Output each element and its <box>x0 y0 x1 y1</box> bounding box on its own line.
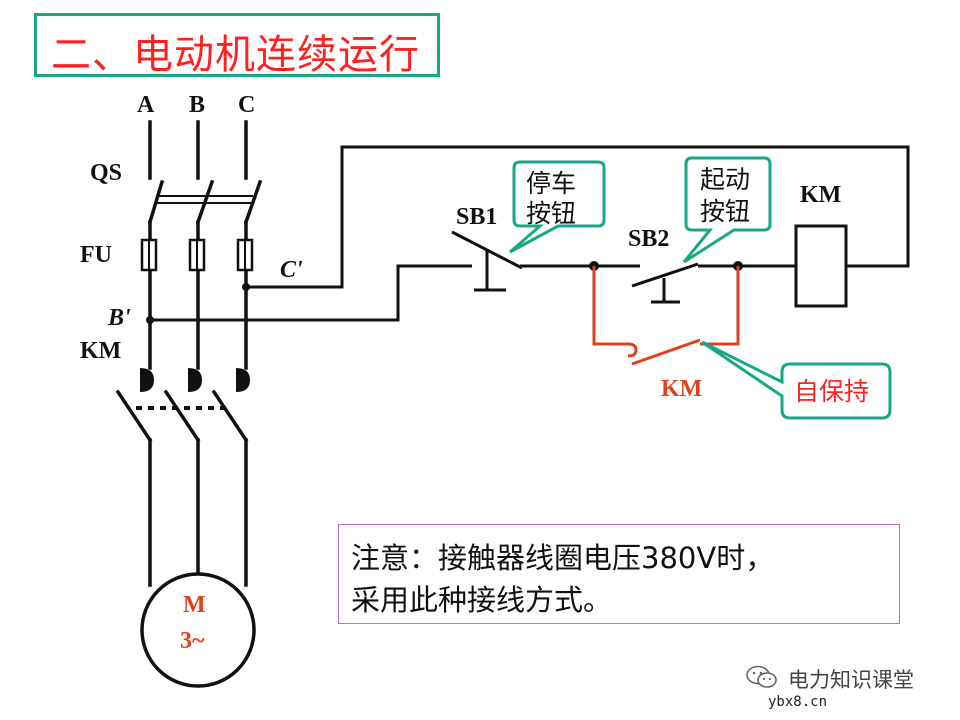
start-button-callout <box>682 156 772 264</box>
note-box: 注意：接触器线圈电压380V时， 采用此种接线方式。 <box>338 524 900 624</box>
note-line-1: 注意：接触器线圈电压380V时， <box>351 541 775 575</box>
km-main-blade-a <box>115 389 153 443</box>
watermark-text: 电力知识课堂 <box>788 668 914 692</box>
stop-callout-line1: 停车 <box>526 169 576 198</box>
km-aux-contact <box>592 266 740 366</box>
self-hold-callout <box>701 340 892 420</box>
sb2-contact <box>631 262 699 288</box>
motor-label-3: 3~ <box>180 628 205 654</box>
km-main-blade-b <box>163 389 201 443</box>
fu-label: FU <box>80 242 112 268</box>
qs-label: QS <box>90 160 122 186</box>
start-callout-line2: 按钮 <box>700 197 750 226</box>
km-main-terminal-a <box>140 368 154 392</box>
motor-label-m: M <box>183 592 206 618</box>
motor-circle <box>140 572 256 688</box>
title-box: 二、电动机连续运行 <box>34 13 440 78</box>
wechat-icon <box>746 665 777 688</box>
stop-button-callout <box>509 160 606 254</box>
start-callout-line1: 起动 <box>700 165 750 194</box>
phase-label-b: B <box>189 92 205 118</box>
page-title: 二、电动机连续运行 <box>51 32 420 78</box>
control-wire-bottom <box>150 264 472 322</box>
km-main-terminal-c <box>236 368 250 392</box>
control-wire-top <box>246 145 910 289</box>
km-coil-label: KM <box>800 182 841 208</box>
self-hold-label: 自保持 <box>794 377 869 406</box>
km-aux-label: KM <box>661 376 702 402</box>
b-prime-label: B' <box>107 305 131 331</box>
phase-label-c: C <box>238 92 255 118</box>
note-line-2: 采用此种接线方式。 <box>351 583 613 617</box>
phase-label-a: A <box>137 92 155 118</box>
km-coil <box>794 224 848 308</box>
km-main-blade-c <box>211 389 249 443</box>
site-text: ybx8.cn <box>768 694 828 710</box>
qs-blade-a <box>147 179 165 225</box>
km-main-label: KM <box>80 338 121 364</box>
sb2-label: SB2 <box>628 226 669 252</box>
c-prime-label: C' <box>280 257 303 283</box>
stop-callout-line2: 按钮 <box>526 199 576 228</box>
sb1-label: SB1 <box>456 204 497 230</box>
km-main-terminal-b <box>188 368 202 392</box>
